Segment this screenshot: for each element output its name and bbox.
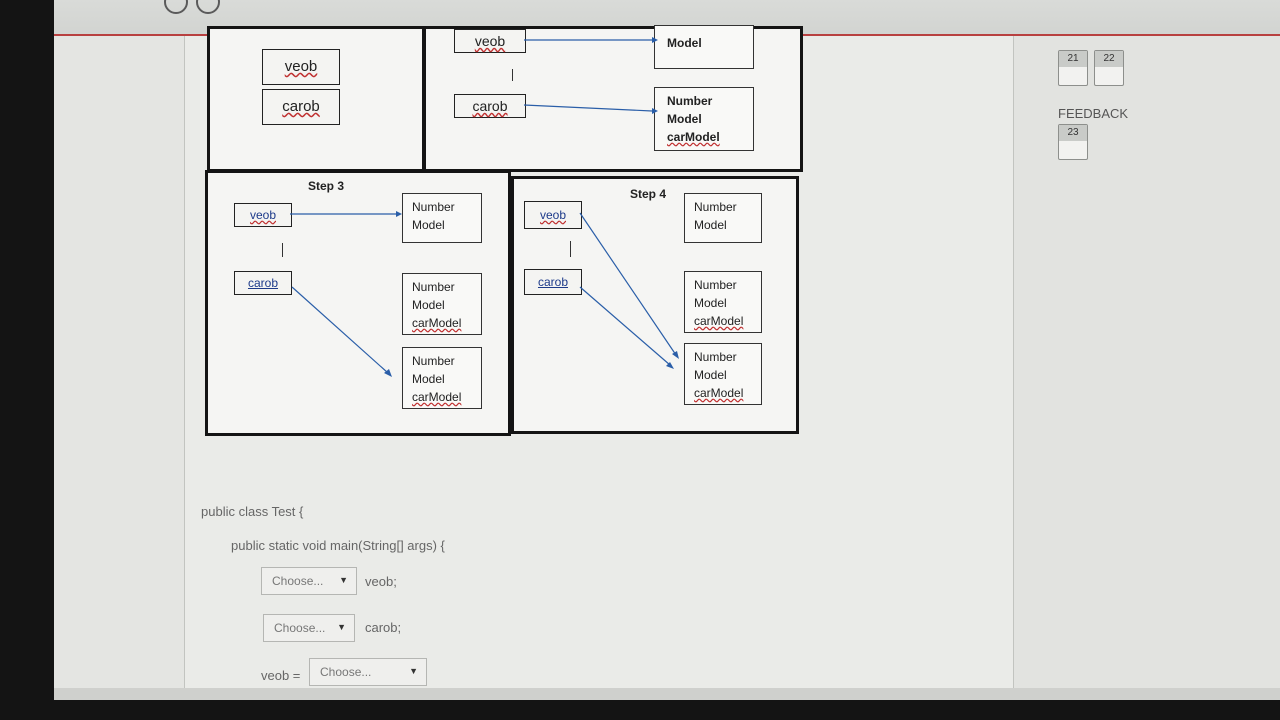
question-content: veob carob veob carob Model Number Model… [184,25,1014,700]
code-carob-decl: carob; [365,620,402,635]
object-box: Number Model [684,193,762,243]
feedback-label: FEEDBACK [1058,106,1129,121]
object-box: Number Model carModel [402,347,482,409]
code-veob-decl: veob; [365,574,397,589]
back-icon[interactable] [164,0,188,14]
ref-veob: veob [524,201,582,229]
type-select-veob[interactable]: Choose...▼ [261,567,357,595]
ref-veob: veob [262,49,340,85]
object-box: Number Model carModel [684,271,762,333]
object-box: Number Model carModel [684,343,762,405]
ref-carob: carob [234,271,292,295]
ref-carob: carob [262,89,340,125]
browser-screen: veob carob veob carob Model Number Model… [54,0,1280,700]
value-select-veob[interactable]: Choose...▼ [309,658,427,686]
refresh-icon[interactable] [196,0,220,14]
object-box: Number Model carModel [402,273,482,335]
arrows [579,212,679,369]
question-nav-21[interactable]: 21 [1058,50,1088,86]
code-line-main: public static void main(String[] args) { [231,538,445,553]
diagram-top-left-panel: veob carob [207,26,425,172]
step3-title: Step 3 [308,179,345,193]
object-box: Number Model carModel [654,87,754,151]
ref-veob: veob [234,203,292,227]
question-nav-23[interactable]: 23 [1058,124,1088,160]
ref-veob: veob [454,29,526,53]
question-nav-22[interactable]: 22 [1094,50,1124,86]
type-select-carob[interactable]: Choose...▼ [263,614,355,642]
diagram-top-right-panel: veob carob Model Number Model carModel [423,25,803,172]
step4-title: Step 4 [630,187,667,201]
quiz-navigation: 21 22 FEEDBACK 23 [1014,36,1280,700]
horizontal-scrollbar[interactable] [54,688,1280,700]
arrows [290,211,402,377]
object-box: Model [654,25,754,69]
ref-carob: carob [524,269,582,295]
diagram-step4-panel: Step 4 veob carob Number Model Number Mo… [511,176,799,434]
diagram-step3-panel: Step 3 veob carob Number Model Number Mo… [205,170,511,436]
ref-carob: carob [454,94,526,118]
arrows [523,37,658,114]
code-line-class: public class Test { [201,504,304,519]
object-box: Number Model [402,193,482,243]
code-veob-assign: veob = [261,668,301,683]
